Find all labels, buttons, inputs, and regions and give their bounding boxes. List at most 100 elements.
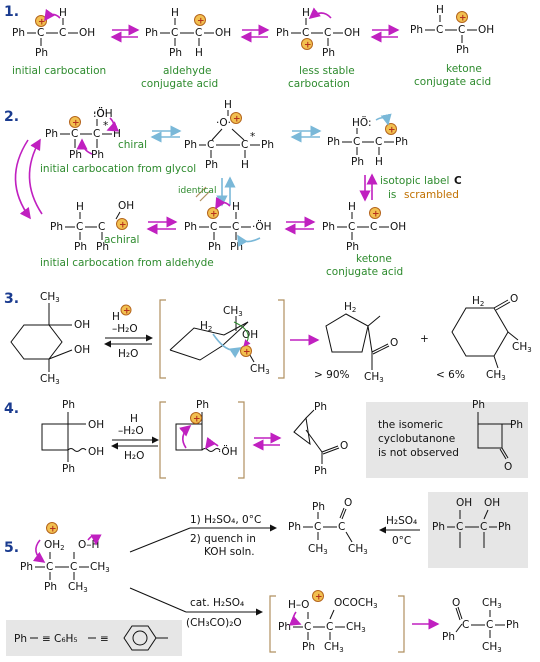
svg-text:C: C: [59, 27, 66, 39]
structure-dimethylcyclohexanone: H2 O CH3 CH3: [451, 293, 532, 382]
label-from-aldehyde: initial carbocation from aldehyde: [40, 257, 214, 269]
svg-text:Ph: Ph: [35, 47, 48, 59]
pinacol-box: [428, 492, 528, 568]
svg-text:OH: OH: [74, 344, 90, 356]
svg-text:OH: OH: [215, 27, 231, 39]
svg-text:OH: OH: [79, 27, 95, 39]
label-from-glycol: initial carbocation from glycol: [40, 163, 196, 175]
section-number-5: 5.: [4, 540, 19, 556]
svg-text:CH3: CH3: [346, 621, 366, 634]
svg-text:OH: OH: [390, 221, 406, 233]
svg-text:Ph: Ph: [20, 561, 33, 573]
svg-text:C: C: [462, 619, 469, 631]
structure-spiro-ketone: H2 O CH3: [325, 301, 398, 384]
svg-text:H: H: [302, 7, 310, 19]
structure-glycol-carbocation: ·Ö· :ÖH Ph C C H * Ph Ph +: [45, 107, 121, 161]
sec3-reagent-h2o: H₂O: [118, 348, 138, 360]
svg-text:C: C: [326, 621, 333, 633]
svg-text:CH3: CH3: [482, 597, 502, 610]
svg-text:OH: OH: [74, 319, 90, 331]
svg-text:H: H: [348, 201, 356, 213]
svg-text:CH3: CH3: [482, 641, 502, 654]
svg-text:C: C: [241, 139, 248, 151]
section-3-cyclohexane-diol: CH3 OH OH CH3 H + –H₂O H₂O CH3 OH H2 CH3: [10, 291, 532, 386]
structure-hydroxy-carbocation: Ph C C ·ÖH Ph Ph H +: [184, 196, 272, 253]
cond-top-3: KOH soln.: [204, 546, 255, 558]
structure-acetylated-intermediate: H–O OCOCH3 + Ph C C CH3 Ph CH3: [278, 590, 378, 654]
svg-text:+: +: [420, 333, 429, 345]
svg-text:Ph: Ph: [184, 139, 197, 151]
svg-text:H: H: [171, 7, 179, 19]
label-scrambled: scrambled: [404, 189, 459, 201]
svg-text:Ph: Ph: [62, 399, 75, 411]
svg-text:CH3: CH3: [348, 543, 368, 556]
svg-text:Ph: Ph: [395, 136, 408, 148]
section-4-cyclobutane: Ph OH OH Ph H –H₂O H₂O Ph ·ÖH +: [41, 399, 528, 479]
svg-text:Ph: Ph: [442, 631, 455, 643]
benzene-ring-icon: [123, 625, 168, 651]
svg-text:Ph: Ph: [506, 619, 519, 631]
label-less-stable-carbocation: carbocation: [288, 78, 350, 90]
svg-text:O: O: [452, 597, 460, 609]
svg-text:O: O: [344, 497, 352, 509]
svg-text:Ph: Ph: [44, 581, 57, 593]
svg-text:CH3: CH3: [250, 363, 270, 376]
label-is: is: [388, 189, 396, 201]
section-1-equilibrium: Ph C C OH Ph H + initial carbocation Ph …: [12, 4, 494, 90]
svg-text:H: H: [375, 156, 383, 168]
svg-text:CH3: CH3: [90, 561, 110, 574]
svg-text:CH3: CH3: [364, 371, 384, 384]
svg-text:+: +: [304, 41, 312, 51]
svg-text:C: C: [314, 521, 321, 533]
label-less-stable: less stable: [299, 65, 355, 77]
svg-text:+: +: [459, 14, 467, 24]
note-line-2: cyclobutanone: [378, 433, 455, 445]
svg-text:Ph: Ph: [230, 241, 243, 253]
svg-text:Ph: Ph: [327, 136, 340, 148]
svg-text:H: H: [224, 99, 232, 111]
label-conjugate-acid-2: conjugate acid: [326, 266, 403, 278]
sec3-reagent-h: H: [112, 311, 120, 323]
svg-text:Ph: Ph: [50, 221, 63, 233]
svg-text:+: +: [243, 348, 251, 358]
svg-text:Ph: Ph: [322, 47, 335, 59]
svg-text:Ph: Ph: [346, 241, 359, 253]
svg-text:+: +: [119, 221, 127, 231]
structure-pinacolone-product: Ph C C Ph CH3 O CH3: [288, 497, 368, 556]
svg-text:C: C: [210, 221, 217, 233]
svg-text:CH3: CH3: [486, 369, 506, 382]
label-aldehyde: aldehyde: [163, 65, 211, 77]
svg-text:H2: H2: [200, 320, 212, 333]
svg-text:C: C: [232, 221, 239, 233]
svg-text:Ph: Ph: [288, 521, 301, 533]
svg-text:Ph: Ph: [12, 27, 25, 39]
structure-less-stable-carbocation: Ph C C OH H Ph +: [276, 7, 360, 59]
svg-text:Ph: Ph: [69, 149, 82, 161]
svg-text:H: H: [76, 201, 84, 213]
structure-final-ketone: O Ph C C Ph CH3 CH3: [442, 597, 519, 654]
section-number-3: 3.: [4, 291, 19, 307]
svg-text:CH3: CH3: [324, 641, 344, 654]
yield-major: > 90%: [314, 369, 349, 381]
label-identical: identical: [178, 186, 216, 196]
label-isotopic-c: C: [454, 175, 462, 187]
svg-text:Ph: Ph: [314, 401, 327, 413]
svg-text:C: C: [171, 27, 178, 39]
legend-eq-2: ≡: [100, 633, 109, 645]
svg-text:Ph: Ph: [472, 399, 485, 411]
svg-text:+: +: [388, 126, 396, 136]
svg-text:OCOCH3: OCOCH3: [334, 597, 378, 610]
svg-text:+: +: [123, 307, 131, 317]
svg-text:HÖ:: HÖ:: [352, 116, 372, 129]
svg-text:Ph: Ph: [91, 149, 104, 161]
svg-text:H2: H2: [472, 295, 484, 308]
svg-text:C: C: [436, 24, 443, 36]
svg-text:CH3: CH3: [40, 291, 60, 304]
svg-text:+: +: [193, 415, 201, 425]
svg-text:OH: OH: [344, 27, 360, 39]
svg-text:C: C: [98, 221, 105, 233]
svg-text:C: C: [302, 27, 309, 39]
label-achiral: achiral: [104, 234, 139, 246]
svg-text:C: C: [304, 621, 311, 633]
